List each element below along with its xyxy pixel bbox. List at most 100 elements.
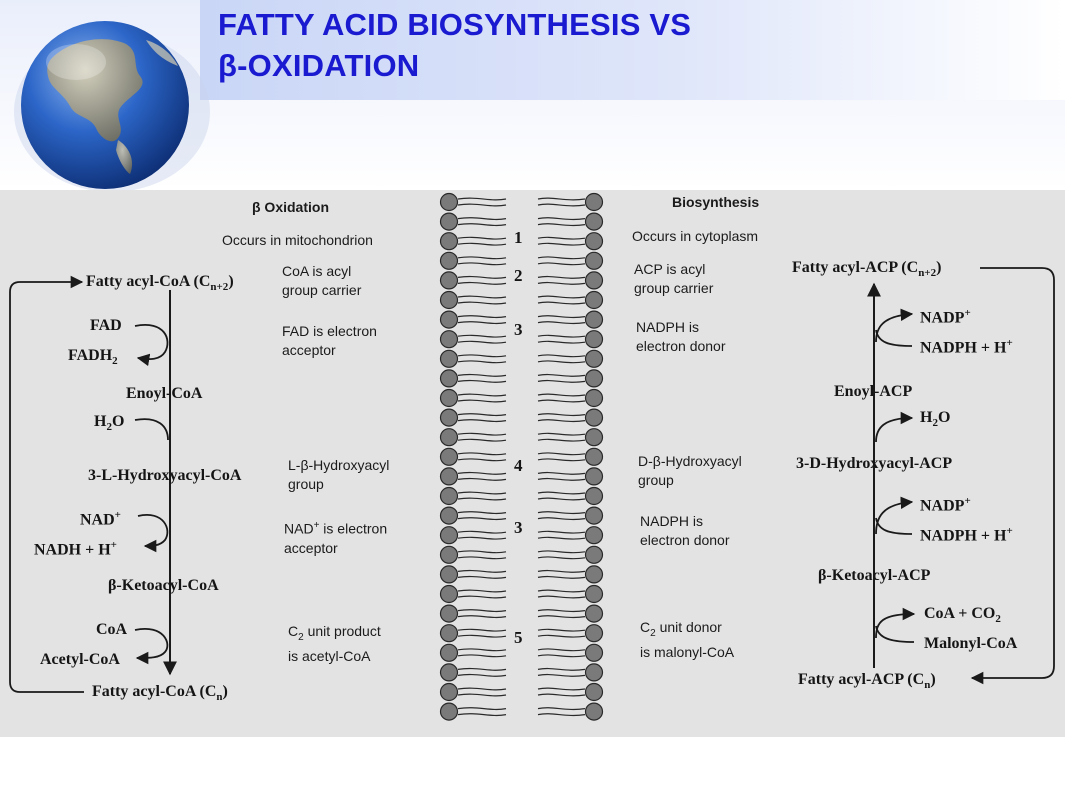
lipid-head — [584, 545, 604, 564]
lipid-tail — [537, 634, 586, 638]
lipid-head — [439, 310, 459, 329]
lipid-head — [439, 447, 459, 466]
biosynthesis-nadph-line-2 — [875, 517, 913, 535]
lipid-tail — [537, 399, 586, 403]
lipid-head — [439, 545, 459, 564]
lipid-tail — [537, 517, 586, 521]
oxidation-nad-arrow — [137, 514, 169, 553]
oxidation-acetylcoa: Acetyl-CoA — [40, 651, 120, 668]
lipid-head — [584, 467, 604, 486]
lipid-tail — [457, 477, 507, 481]
comparison-number: 2 — [514, 266, 523, 285]
lipid-tail — [537, 295, 586, 299]
lipid-head — [584, 506, 604, 525]
lipid-tail — [537, 256, 586, 260]
lipid-tail — [537, 530, 586, 534]
lipid-tail — [537, 315, 586, 319]
biosynthesis-hydroxyacyl: 3-D-Hydroxyacyl-ACP — [796, 455, 953, 472]
biosynthesis-nadp-arrow-1 — [875, 308, 914, 343]
lipid-tail — [537, 275, 586, 279]
comparison-number: 1 — [514, 228, 523, 247]
lipid-head — [439, 682, 459, 702]
lipid-tail — [457, 379, 507, 383]
biosynthesis-bottom: Fatty acyl-ACP (Cn) — [798, 671, 936, 692]
lipid-head — [584, 565, 604, 584]
comparison-number: 5 — [514, 628, 523, 647]
lipid-head — [584, 682, 604, 702]
biosynthesis-nadph-1: NADPH + H+ — [920, 337, 1013, 357]
oxidation-coa-arrow — [134, 628, 169, 665]
lipid-tail — [457, 203, 507, 207]
lipid-head — [439, 251, 459, 270]
pathway-figure: β Oxidation Occurs in mitochondrion Fatt… — [0, 190, 1065, 737]
lipid-head — [439, 624, 459, 643]
lipid-tail — [457, 419, 507, 423]
lipid-head — [584, 290, 604, 310]
lipid-tail — [537, 452, 586, 456]
lipid-tail — [457, 262, 507, 266]
lipid-tail — [537, 497, 586, 501]
biosynthesis-nadph-2: NADPH + H+ — [920, 525, 1013, 545]
oxidation-heading: β Oxidation — [252, 199, 329, 215]
lipid-tail — [457, 373, 507, 377]
globe-logo — [14, 21, 210, 190]
lipid-head — [439, 526, 459, 545]
oxidation-end: Fatty acyl-CoA (Cn) — [92, 683, 228, 704]
lipid-tail — [457, 491, 507, 495]
lipid-tail — [537, 654, 586, 658]
lipid-head — [439, 663, 459, 682]
lipid-tail — [457, 340, 507, 344]
lipid-tail — [537, 197, 586, 201]
biosynthesis-nadp-arrow-2 — [875, 496, 914, 535]
lipid-tail — [457, 236, 507, 240]
oxidation-fad: FAD — [90, 317, 122, 334]
lipid-head — [439, 408, 459, 427]
lipid-tail — [457, 595, 507, 599]
oxidation-nadh: NADH + H+ — [34, 539, 117, 559]
lipid-head — [439, 643, 459, 662]
lipid-tail — [457, 569, 507, 573]
lipid-head — [584, 212, 604, 231]
oxidation-ketoacyl: β-Ketoacyl-CoA — [108, 577, 219, 594]
lipid-head — [439, 192, 459, 212]
lipid-tail — [537, 242, 586, 246]
lipid-head — [584, 526, 604, 545]
lipid-tail — [537, 511, 586, 515]
lipid-head — [584, 408, 604, 427]
biosynthesis-ketoacyl: β-Ketoacyl-ACP — [818, 567, 931, 584]
lipid-head — [584, 251, 604, 270]
biosynthesis-cycle-loop — [970, 267, 1055, 685]
comparison-number: 3 — [514, 320, 523, 339]
lipid-head — [584, 232, 604, 251]
lipid-head — [439, 349, 459, 368]
lipid-tail — [537, 262, 586, 266]
lipid-head — [584, 310, 604, 329]
header-strip — [200, 0, 1065, 100]
lipid-tail — [457, 315, 507, 319]
lipid-tail — [537, 340, 586, 344]
lipid-tail — [537, 713, 586, 717]
biosynthesis-coa-arrow — [875, 607, 916, 639]
lipid-tail — [537, 321, 586, 325]
lipid-tail — [457, 628, 507, 632]
oxidation-nad: NAD+ — [80, 509, 121, 529]
lipid-tail — [537, 354, 586, 358]
oxidation-location: Occurs in mitochondrion — [222, 232, 373, 248]
lipid-tail — [537, 458, 586, 462]
lipid-tail — [457, 334, 507, 338]
lipid-tail — [537, 615, 586, 619]
oxidation-coa: CoA — [96, 621, 128, 638]
lipid-tail — [457, 556, 507, 560]
lipid-head — [584, 663, 604, 682]
lipid-tail — [537, 648, 586, 652]
lipid-tail — [537, 393, 586, 397]
lipid-tail — [537, 281, 586, 285]
lipid-tail — [537, 203, 586, 207]
lipid-tail — [537, 595, 586, 599]
